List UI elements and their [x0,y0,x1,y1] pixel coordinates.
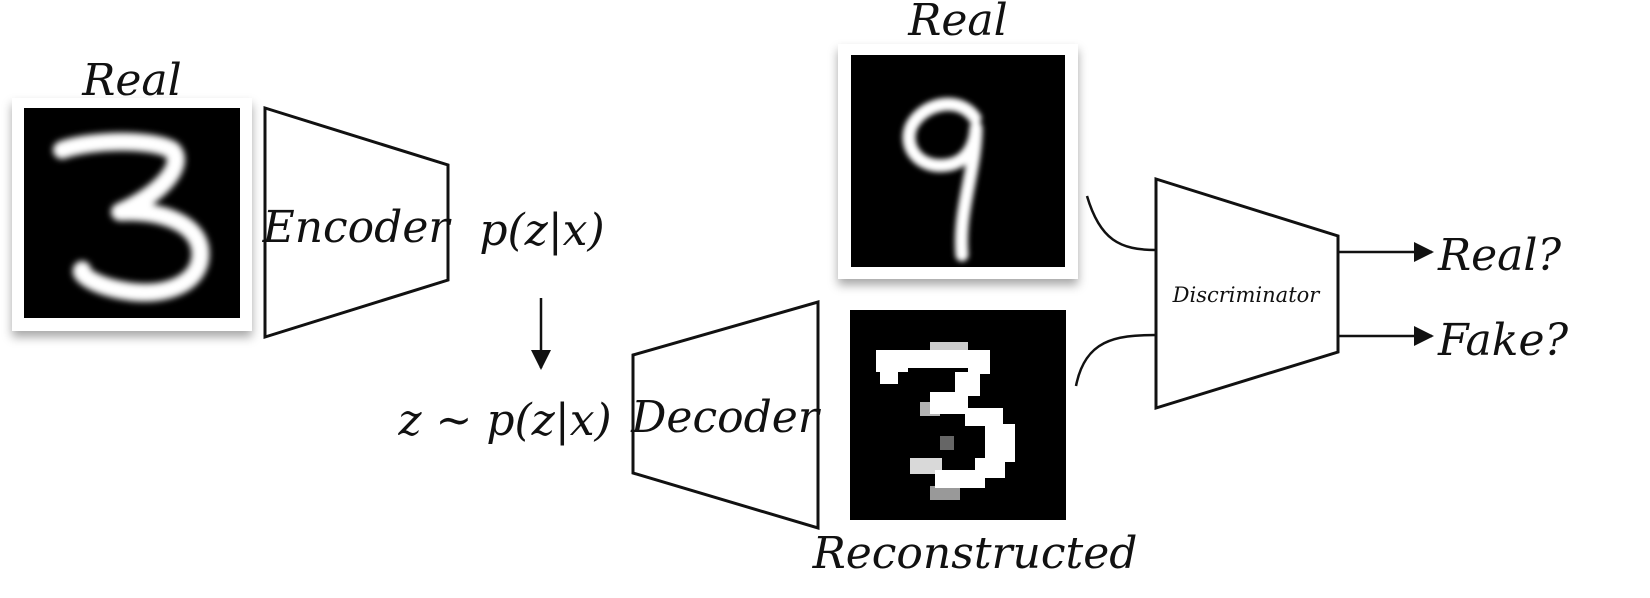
output-fake-label: Fake? [1437,315,1568,366]
real-to-discriminator-connector [1085,195,1157,252]
recon-to-discriminator-connector [1074,333,1157,387]
input-image [12,98,252,331]
decoder-label: Decoder [630,392,822,443]
posterior-label: p(z|x) [479,205,604,256]
decoder-block: Decoder [630,300,822,531]
encoder-block: Encoder [262,105,453,340]
discriminator-label: Discriminator [1172,283,1322,307]
sample-label: z ~ p(z|x) [397,395,611,446]
top-real-label: Real [907,0,1007,46]
reconstructed-image [850,310,1066,520]
input-digit-3 [53,132,210,302]
real-digit-9 [902,97,983,262]
reconstructed-digit-3 [876,342,1015,500]
encoder-label: Encoder [262,202,453,253]
reconstructed-label: Reconstructed [812,528,1138,579]
discriminator-block: Discriminator [1154,176,1340,411]
output-real-label: Real? [1437,230,1561,281]
input-real-label: Real [81,55,181,106]
real-image [838,44,1078,279]
